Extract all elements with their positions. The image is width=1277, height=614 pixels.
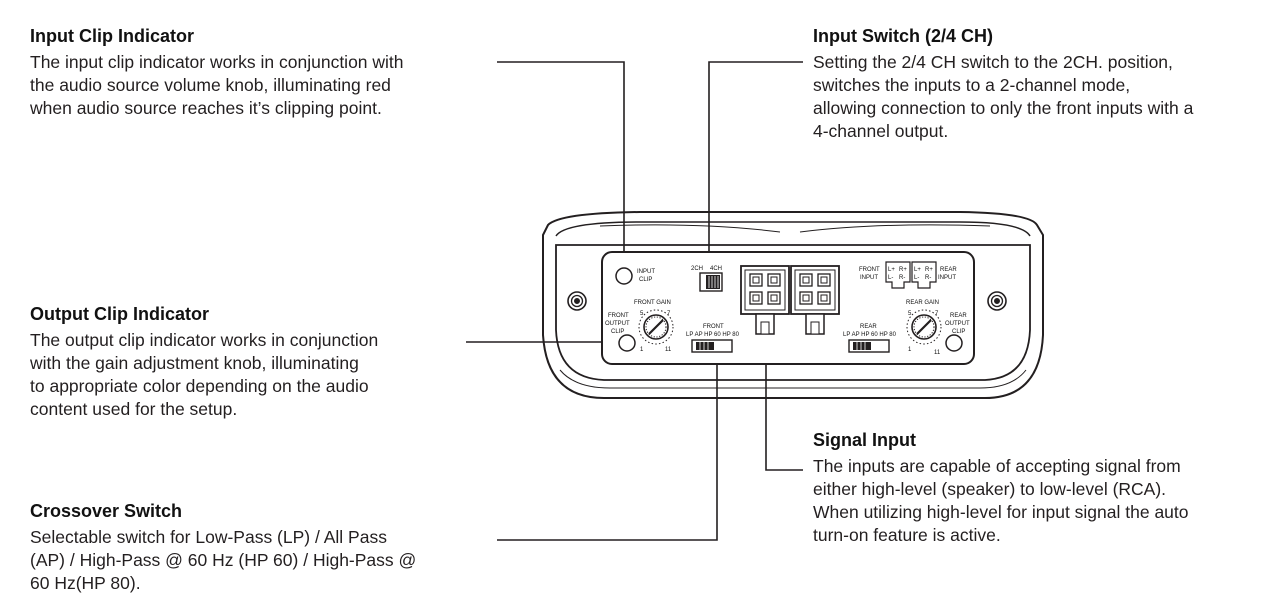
svg-text:L-: L- xyxy=(914,275,919,281)
callout-body: The output clip indicator works in conju… xyxy=(30,330,379,419)
housing-lid-lines xyxy=(599,224,991,233)
front-xover-label: FRONT xyxy=(703,324,724,330)
front-gain-knob[interactable] xyxy=(638,309,674,345)
rear-xover-label: REAR xyxy=(860,324,877,330)
callout-title: Signal Input xyxy=(813,430,916,450)
callout-body: Selectable switch for Low-Pass (LP) / Al… xyxy=(30,527,417,593)
callout-body: The input clip indicator works in conjun… xyxy=(30,52,404,118)
leader-line-input-switch xyxy=(708,61,803,265)
rear-output-clip-label: OUTPUT xyxy=(945,321,970,327)
input-clip-led xyxy=(615,267,633,285)
front-input-label: FRONT xyxy=(859,267,880,273)
callout-body: The inputs are capable of accepting sign… xyxy=(813,456,1189,545)
callout-input-switch: Input Switch (2/4 CH) Setting the 2/4 CH… xyxy=(813,25,1273,143)
ch-switch-4ch-label: 4CH xyxy=(710,266,722,272)
callout-title: Output Clip Indicator xyxy=(30,304,209,324)
input-clip-label: INPUT xyxy=(637,269,655,275)
callout-title: Crossover Switch xyxy=(30,501,183,521)
rear-output-clip-label: REAR xyxy=(950,313,967,319)
svg-text:R+: R+ xyxy=(925,267,933,273)
callout-input-clip: Input Clip Indicator The input clip indi… xyxy=(30,25,500,120)
rear-xover-positions: LP AP HP 60 HP 80 xyxy=(843,332,897,338)
front-crossover-switch[interactable] xyxy=(691,339,733,353)
svg-text:L-: L- xyxy=(888,275,893,281)
gain-scale-5: 5 xyxy=(908,311,912,317)
rear-crossover-switch[interactable] xyxy=(848,339,890,353)
svg-text:L+: L+ xyxy=(914,267,921,273)
rear-gain-knob[interactable] xyxy=(906,309,942,345)
callout-title: Input Switch (2/4 CH) xyxy=(813,26,993,46)
input-clip-label: CLIP xyxy=(639,277,652,283)
rear-input-label: INPUT xyxy=(938,275,956,281)
amplifier-housing xyxy=(542,211,1044,399)
leader-lines xyxy=(466,61,803,541)
svg-text:L+: L+ xyxy=(888,267,895,273)
svg-text:R+: R+ xyxy=(899,267,907,273)
front-gain-label: FRONT GAIN xyxy=(634,300,671,306)
gain-scale-11: 11 xyxy=(934,350,941,356)
ch-switch[interactable] xyxy=(699,272,723,292)
rear-output-clip-led xyxy=(945,334,963,352)
housing-top-rim xyxy=(555,221,1031,237)
front-input-label: INPUT xyxy=(860,275,878,281)
leader-line-input-clip xyxy=(497,61,625,268)
signal-input-connector-front[interactable] xyxy=(740,265,790,335)
front-output-clip-led xyxy=(618,334,636,352)
svg-text:R-: R- xyxy=(925,275,931,281)
gain-scale-1: 1 xyxy=(640,347,644,353)
housing-inner-body xyxy=(555,244,1031,381)
callout-title: Input Clip Indicator xyxy=(30,26,194,46)
gain-scale-5: 5 xyxy=(640,311,644,317)
rear-output-clip-label: CLIP xyxy=(952,329,965,335)
screw-left xyxy=(567,291,587,311)
front-output-clip-label: OUTPUT xyxy=(605,321,630,327)
gain-scale-7: 7 xyxy=(935,311,939,317)
callout-crossover-switch: Crossover Switch Selectable switch for L… xyxy=(30,500,500,595)
leader-line-crossover xyxy=(497,357,718,541)
front-input-pinout: L+ R+ L- R- xyxy=(885,261,911,289)
signal-input-connector-rear[interactable] xyxy=(790,265,840,335)
gain-scale-7: 7 xyxy=(667,311,671,317)
front-xover-positions: LP AP HP 60 HP 80 xyxy=(686,332,740,338)
rear-input-label: REAR xyxy=(940,267,957,273)
front-output-clip-label: CLIP xyxy=(611,329,624,335)
housing-outer xyxy=(542,211,1044,399)
gain-scale-1: 1 xyxy=(908,347,912,353)
ch-switch-2ch-label: 2CH xyxy=(691,266,703,272)
screw-right xyxy=(987,291,1007,311)
rear-input-pinout: L+ R+ L- R- xyxy=(911,261,937,289)
housing-inner-ledge xyxy=(559,369,1027,389)
gain-scale-11: 11 xyxy=(665,347,672,353)
svg-text:R-: R- xyxy=(899,275,905,281)
callout-signal-input: Signal Input The inputs are capable of a… xyxy=(813,429,1273,547)
front-output-clip-label: FRONT xyxy=(608,313,629,319)
callout-body: Setting the 2/4 CH switch to the 2CH. po… xyxy=(813,52,1194,141)
rear-gain-label: REAR GAIN xyxy=(906,300,939,306)
callout-output-clip: Output Clip Indicator The output clip in… xyxy=(30,303,470,421)
